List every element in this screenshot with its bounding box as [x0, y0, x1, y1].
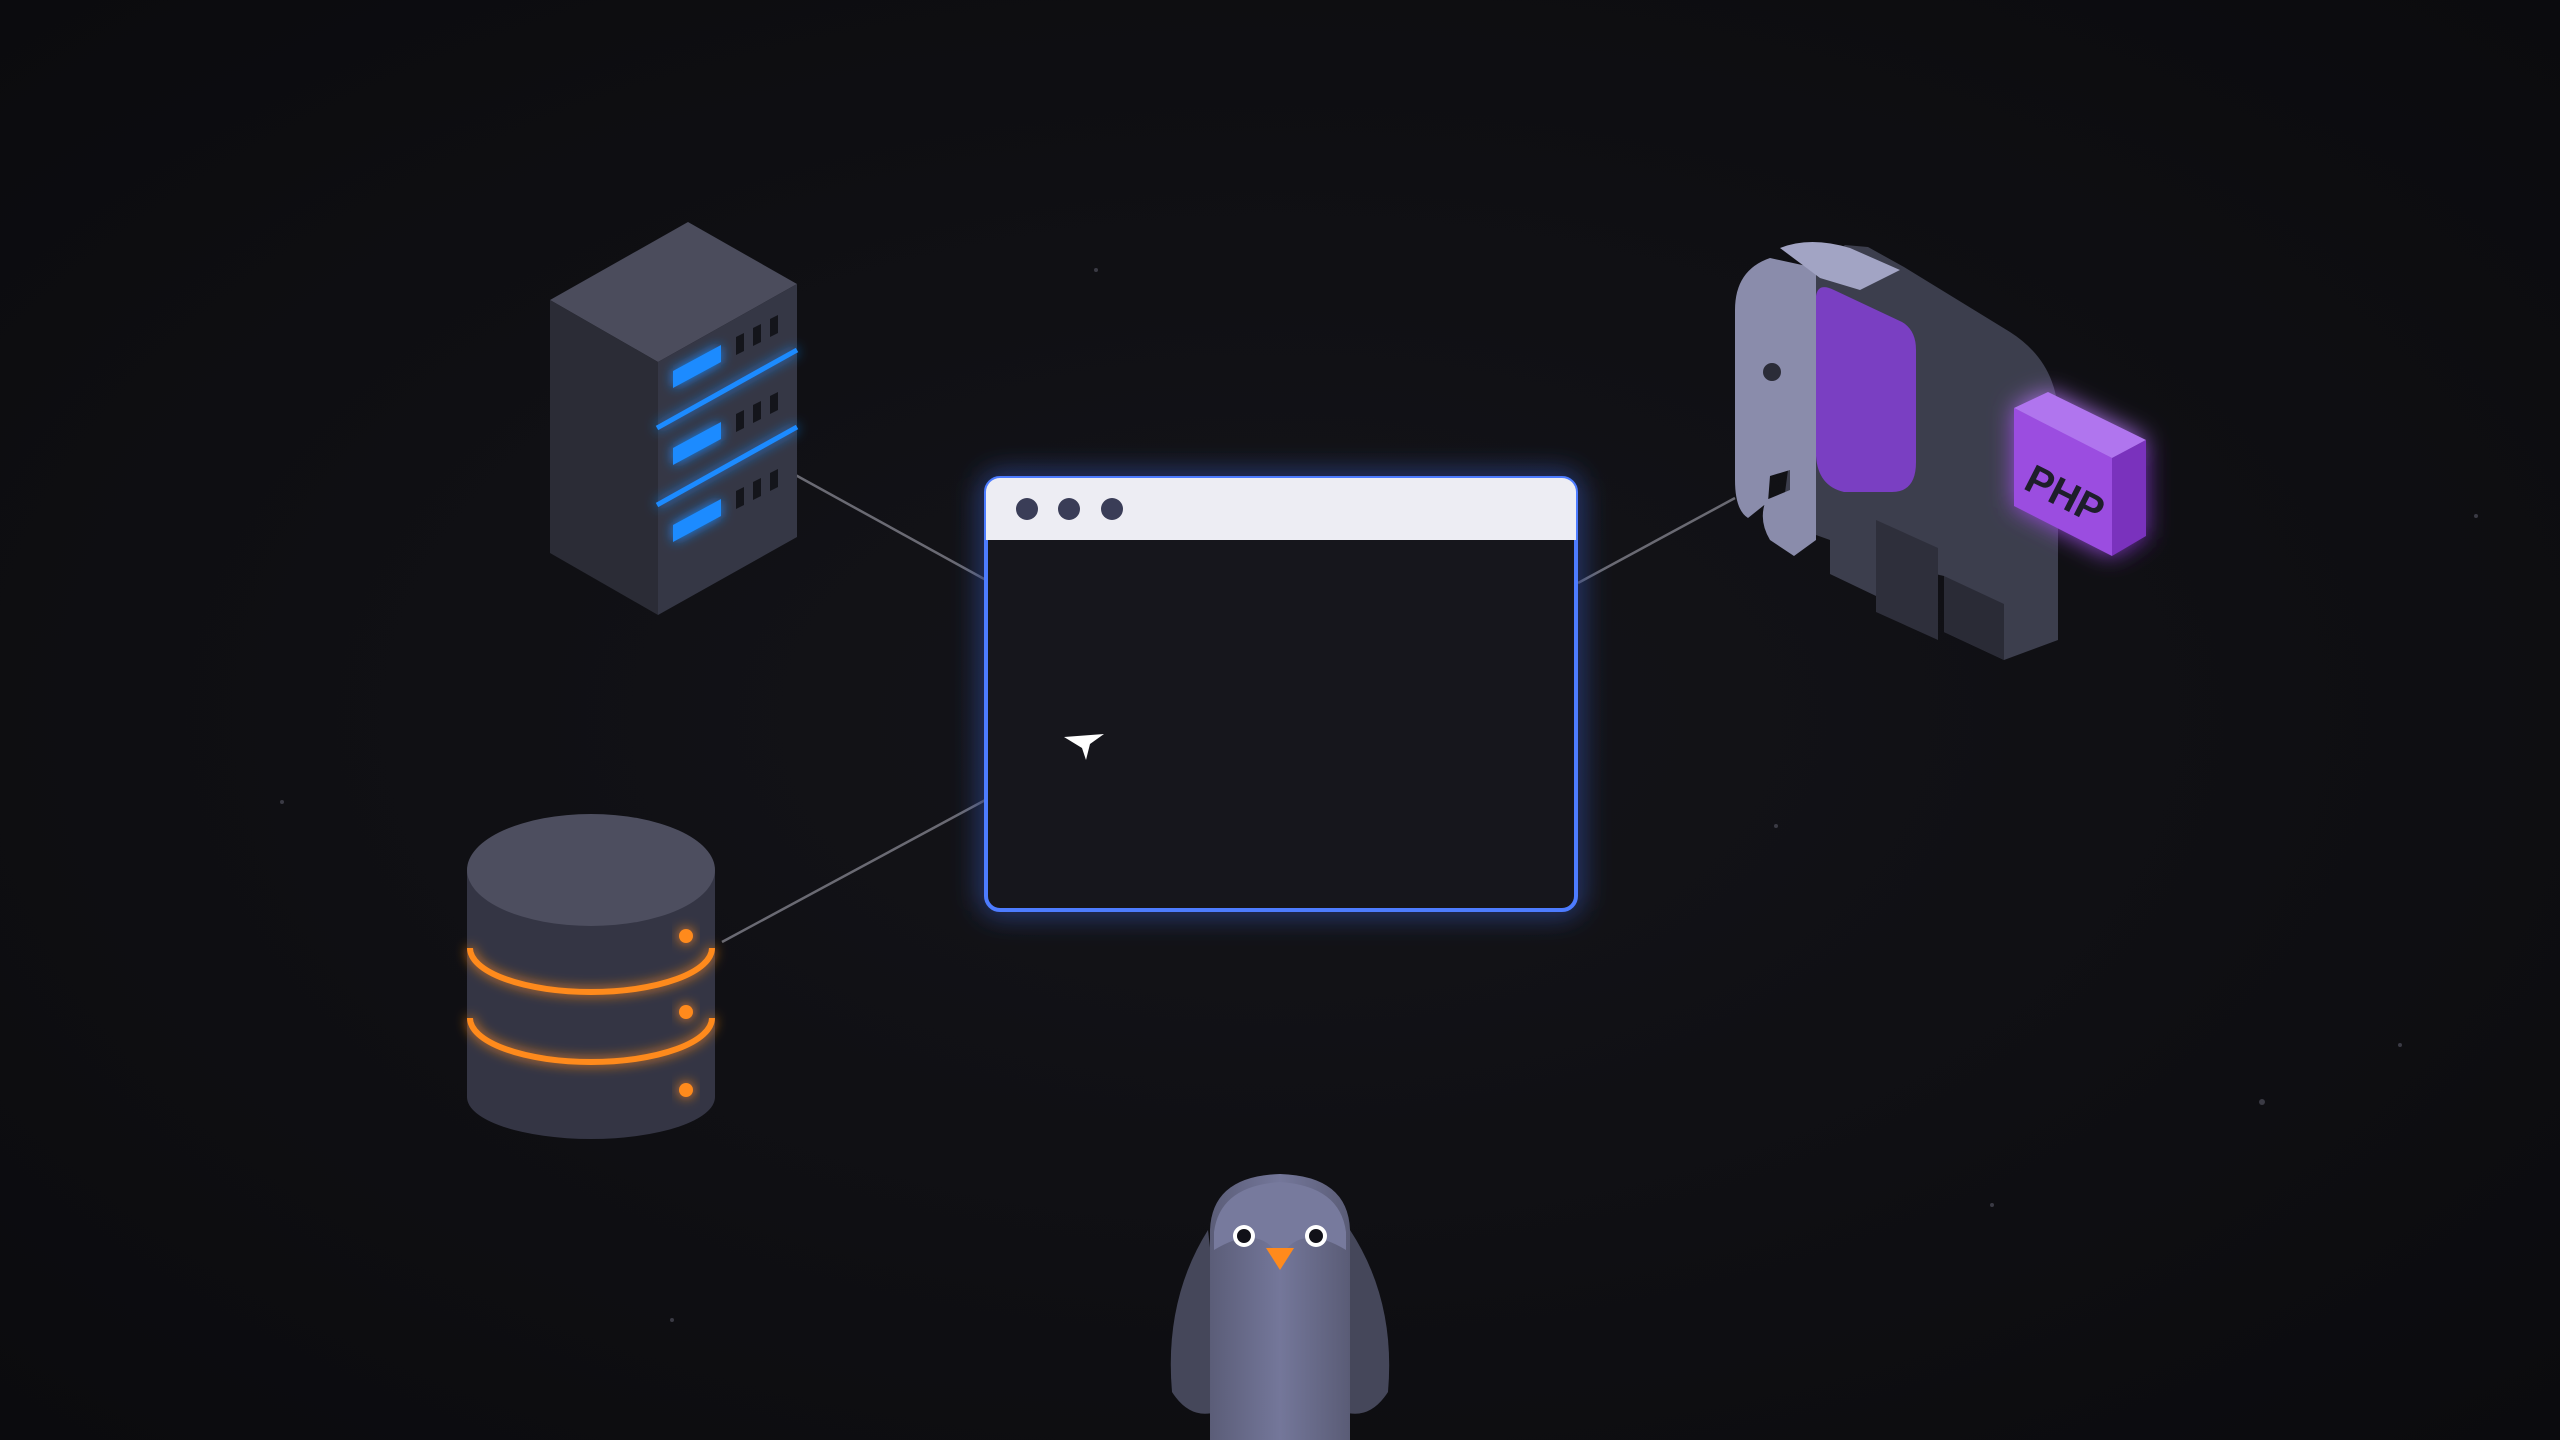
linux-penguin-icon — [1170, 1174, 1390, 1440]
window-control-dots — [1016, 498, 1123, 520]
cursor-arrow-icon — [1064, 734, 1104, 760]
browser-window-icon — [984, 476, 1578, 912]
php-connector — [1577, 496, 1736, 585]
background-dots — [280, 268, 2478, 1322]
server-rack-icon — [550, 222, 799, 615]
server-connector — [789, 470, 987, 582]
php-badge — [2014, 392, 2146, 556]
elephant-eye — [1763, 363, 1781, 381]
penguin-beak — [1266, 1248, 1294, 1270]
database-icon — [467, 814, 715, 1139]
php-elephant-icon: PHP — [1735, 242, 2146, 660]
